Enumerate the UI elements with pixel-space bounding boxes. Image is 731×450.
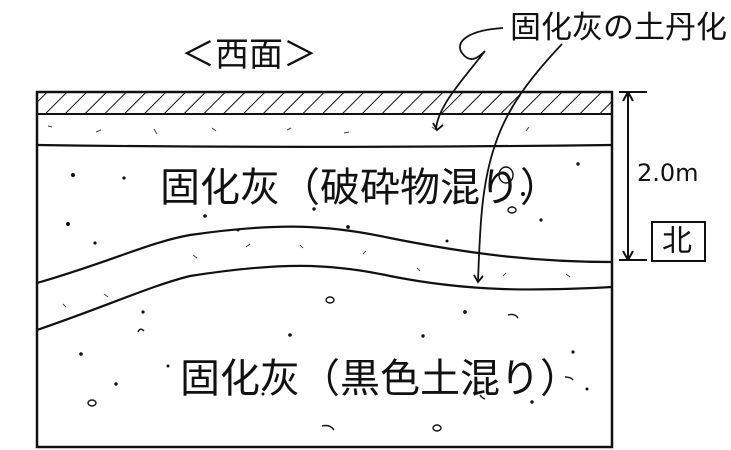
direction-label: 北 (662, 224, 692, 259)
leader-line-lower (477, 43, 563, 283)
upper-layer-label: 固化灰（破砕物混り） (160, 165, 560, 211)
depth-arrow-top (622, 91, 634, 102)
middle-band-bottom (36, 264, 613, 332)
ground-surface-hatch (36, 91, 613, 115)
depth-label: 2.0m (637, 159, 699, 187)
page-title: ＜西面＞ (181, 35, 317, 75)
lower-layer-label: 固化灰（黒色土混り） (180, 356, 580, 402)
layer-speckles (47, 125, 571, 308)
depth-arrow-bottom (622, 250, 634, 261)
soil-speckles (66, 162, 589, 404)
leader-line-top (435, 27, 504, 130)
arrowhead-lower (473, 274, 484, 284)
top-layer-boundary (36, 143, 613, 148)
direction-box (651, 221, 706, 262)
soil-layer-label: 固化灰の土丹化 (510, 10, 727, 46)
middle-band-top (36, 225, 613, 285)
arrowhead-top (432, 122, 444, 132)
pebbles (87, 166, 574, 432)
